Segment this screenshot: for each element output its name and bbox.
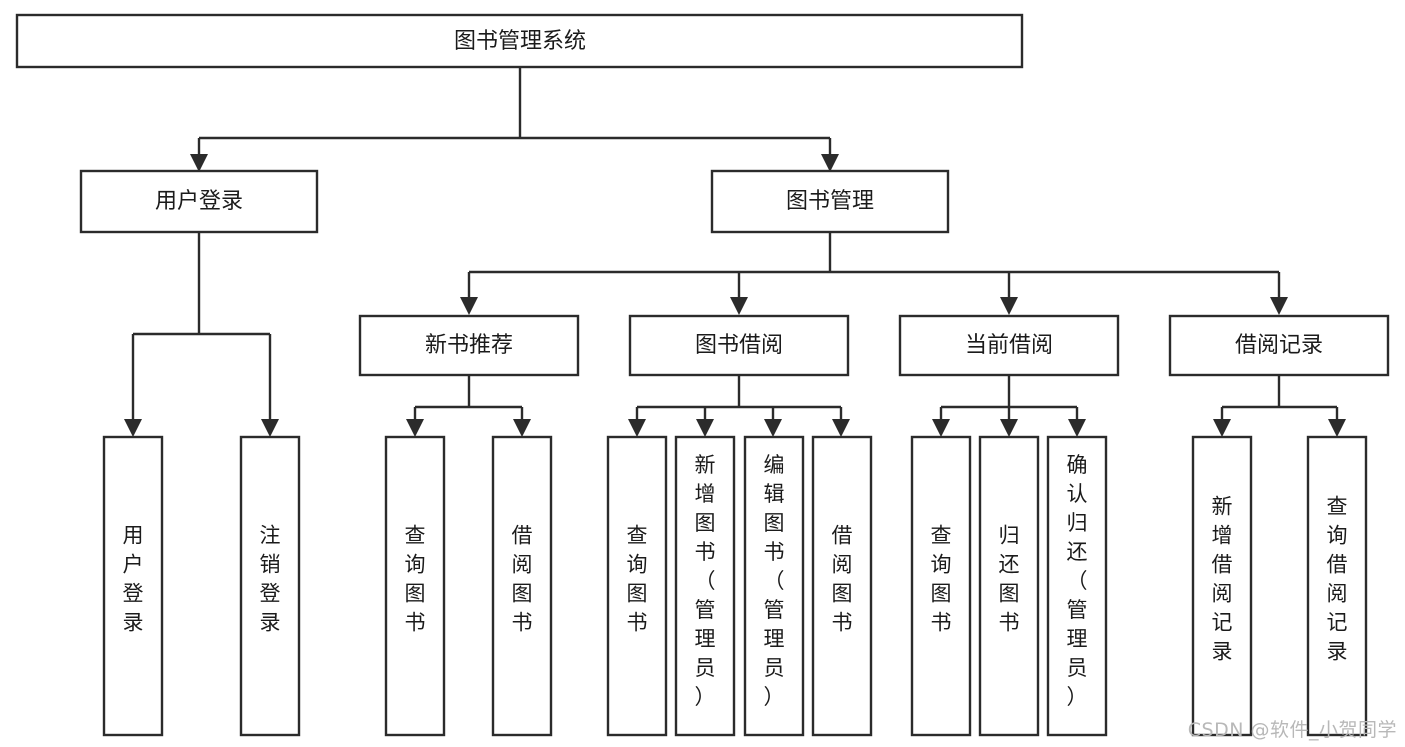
arrow-bookmgmt-c3	[1270, 297, 1288, 315]
arrow-record-leaf0	[1213, 419, 1231, 437]
leaf-confirm-return-admin-label: 确认归还（管理员）	[1067, 453, 1088, 709]
leaf-node[interactable]: 查询借阅记录	[1306, 435, 1368, 737]
leaf-borrow-book-2-box[interactable]	[811, 435, 873, 737]
leaf-confirm-return-admin-box[interactable]	[1046, 435, 1108, 737]
node-user-login[interactable]: 用户登录	[79, 169, 319, 234]
leaf-node[interactable]: 查询图书	[606, 435, 668, 737]
leaf-node[interactable]: 借阅图书	[491, 435, 553, 737]
arrow-newbook-leaf1	[513, 419, 531, 437]
node-new-book-recommend-box[interactable]	[358, 314, 580, 377]
arrow-borrow-leaf2	[764, 419, 782, 437]
node-borrow-record-box[interactable]	[1168, 314, 1390, 377]
leaf-query-book-1-box[interactable]	[384, 435, 446, 737]
leaf-node[interactable]: 注销登录	[239, 435, 301, 737]
leaf-borrow-book-2-label: 借阅图书	[832, 524, 853, 635]
leaf-node[interactable]: 确认归还（管理员）	[1046, 435, 1108, 737]
leaf-node[interactable]: 新增图书（管理员）	[674, 435, 736, 737]
node-root[interactable]: 图书管理系统	[15, 13, 1024, 69]
leaf-node[interactable]: 归还图书	[978, 435, 1040, 737]
leaf-logout-label: 注销登录	[260, 524, 281, 635]
leaf-query-borrow-record-box[interactable]	[1306, 435, 1368, 737]
node-current-borrow-box[interactable]	[898, 314, 1120, 377]
arrow-to-book-mgmt	[821, 154, 839, 172]
leaf-borrow-book-1-label: 借阅图书	[512, 524, 533, 635]
node-current-borrow-label: 当前借阅	[965, 333, 1053, 358]
arrow-borrow-leaf3	[832, 419, 850, 437]
leaf-node[interactable]: 借阅图书	[811, 435, 873, 737]
arrow-bookmgmt-c2	[1000, 297, 1018, 315]
leaf-query-book-2-label: 查询图书	[627, 524, 648, 635]
connector-layer	[124, 67, 1346, 437]
leaf-add-borrow-record-box[interactable]	[1191, 435, 1253, 737]
node-borrow-record[interactable]: 借阅记录	[1168, 314, 1390, 377]
leaf-add-borrow-record-label: 新增借阅记录	[1212, 495, 1233, 664]
node-new-book-recommend-label: 新书推荐	[425, 333, 513, 358]
arrow-record-leaf1	[1328, 419, 1346, 437]
node-new-book-recommend[interactable]: 新书推荐	[358, 314, 580, 377]
node-book-borrow[interactable]: 图书借阅	[628, 314, 850, 377]
arrow-borrow-leaf0	[628, 419, 646, 437]
leaf-return-book-label: 归还图书	[999, 524, 1020, 635]
leaf-user-login-box[interactable]	[102, 435, 164, 737]
arrow-newbook-leaf0	[406, 419, 424, 437]
node-book-management-label: 图书管理	[786, 189, 874, 214]
leaf-user-login-label: 用户登录	[123, 524, 144, 635]
leaf-query-borrow-record-label: 查询借阅记录	[1327, 495, 1348, 664]
leaf-node[interactable]: 新增借阅记录	[1191, 435, 1253, 737]
node-book-management[interactable]: 图书管理	[710, 169, 950, 234]
arrow-bookmgmt-c1	[730, 297, 748, 315]
node-root-box[interactable]	[15, 13, 1024, 69]
leaf-node[interactable]: 查询图书	[384, 435, 446, 737]
arrow-userlogin-leaf0	[124, 419, 142, 437]
leaf-add-book-admin-label: 新增图书（管理员）	[695, 453, 716, 709]
arrow-to-user-login	[190, 154, 208, 172]
leaf-node[interactable]: 用户登录	[102, 435, 164, 737]
node-root-label: 图书管理系统	[454, 29, 586, 54]
node-user-login-label: 用户登录	[155, 189, 243, 214]
leaf-edit-book-admin-label: 编辑图书（管理员）	[764, 453, 785, 709]
leaf-query-book-3-box[interactable]	[910, 435, 972, 737]
node-borrow-record-label: 借阅记录	[1235, 333, 1323, 358]
leaf-query-book-1-label: 查询图书	[405, 524, 426, 635]
arrow-current-leaf0	[932, 419, 950, 437]
leaf-borrow-book-1-box[interactable]	[491, 435, 553, 737]
arrow-current-leaf2	[1068, 419, 1086, 437]
leaf-node[interactable]: 编辑图书（管理员）	[743, 435, 805, 737]
leaf-query-book-2-box[interactable]	[606, 435, 668, 737]
arrow-current-leaf1	[1000, 419, 1018, 437]
node-current-borrow[interactable]: 当前借阅	[898, 314, 1120, 377]
node-book-borrow-label: 图书借阅	[695, 333, 783, 358]
node-book-borrow-box[interactable]	[628, 314, 850, 377]
node-book-management-box[interactable]	[710, 169, 950, 234]
leaf-query-book-3-label: 查询图书	[931, 524, 952, 635]
leaf-add-book-admin-box[interactable]	[674, 435, 736, 737]
leaf-return-book-box[interactable]	[978, 435, 1040, 737]
leaf-logout-box[interactable]	[239, 435, 301, 737]
arrow-borrow-leaf1	[696, 419, 714, 437]
arrow-userlogin-leaf1	[261, 419, 279, 437]
leaf-node[interactable]: 查询图书	[910, 435, 972, 737]
arrow-bookmgmt-c0	[460, 297, 478, 315]
leaf-edit-book-admin-box[interactable]	[743, 435, 805, 737]
node-user-login-box[interactable]	[79, 169, 319, 234]
